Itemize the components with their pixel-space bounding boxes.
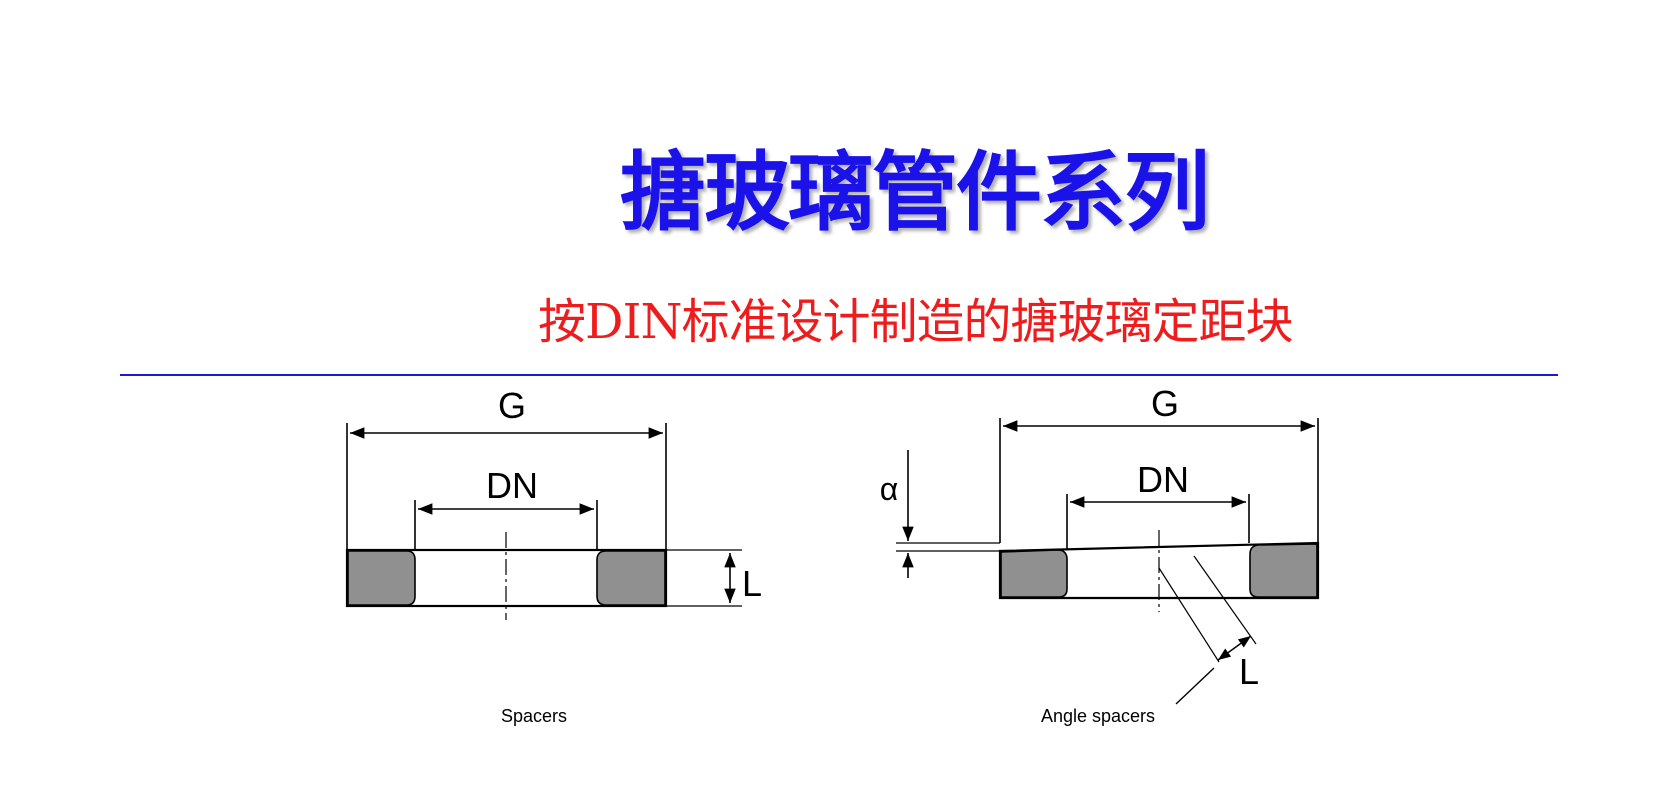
angle-spacers-l-dimension — [1217, 635, 1252, 661]
spacers-diagram: G DN L Spacers — [345, 385, 762, 726]
angle-spacers-right-ring-section — [1249, 543, 1318, 598]
spacers-l-label: L — [742, 563, 762, 604]
angle-spacers-left-ring-section — [1000, 549, 1068, 598]
spacers-left-ring-section — [347, 550, 416, 606]
spacers-caption: Spacers — [501, 706, 567, 726]
angle-spacers-dn-label: DN — [1137, 459, 1189, 500]
angle-spacers-caption: Angle spacers — [1041, 706, 1155, 726]
angle-spacers-l-ext-left — [1158, 567, 1220, 663]
angle-spacers-l-label: L — [1239, 651, 1259, 692]
angle-spacers-body-outline — [998, 541, 1320, 600]
page-title: 搪玻璃管件系列 — [620, 143, 1210, 243]
spacers-g-label: G — [498, 385, 526, 426]
spacers-right-ring-section — [596, 550, 666, 606]
angle-spacers-alpha-label: α — [880, 471, 899, 507]
page-subtitle: 按DIN标准设计制造的搪玻璃定距块 — [538, 294, 1293, 350]
angle-spacers-g-label: G — [1151, 383, 1179, 424]
spacers-dn-label: DN — [486, 465, 538, 506]
angle-spacers-l-leader — [1175, 667, 1215, 705]
angle-spacers-diagram: G DN α L Angle spacers — [880, 383, 1320, 726]
angle-spacers-l-ext-right — [1193, 555, 1257, 645]
divider-line — [120, 374, 1558, 376]
